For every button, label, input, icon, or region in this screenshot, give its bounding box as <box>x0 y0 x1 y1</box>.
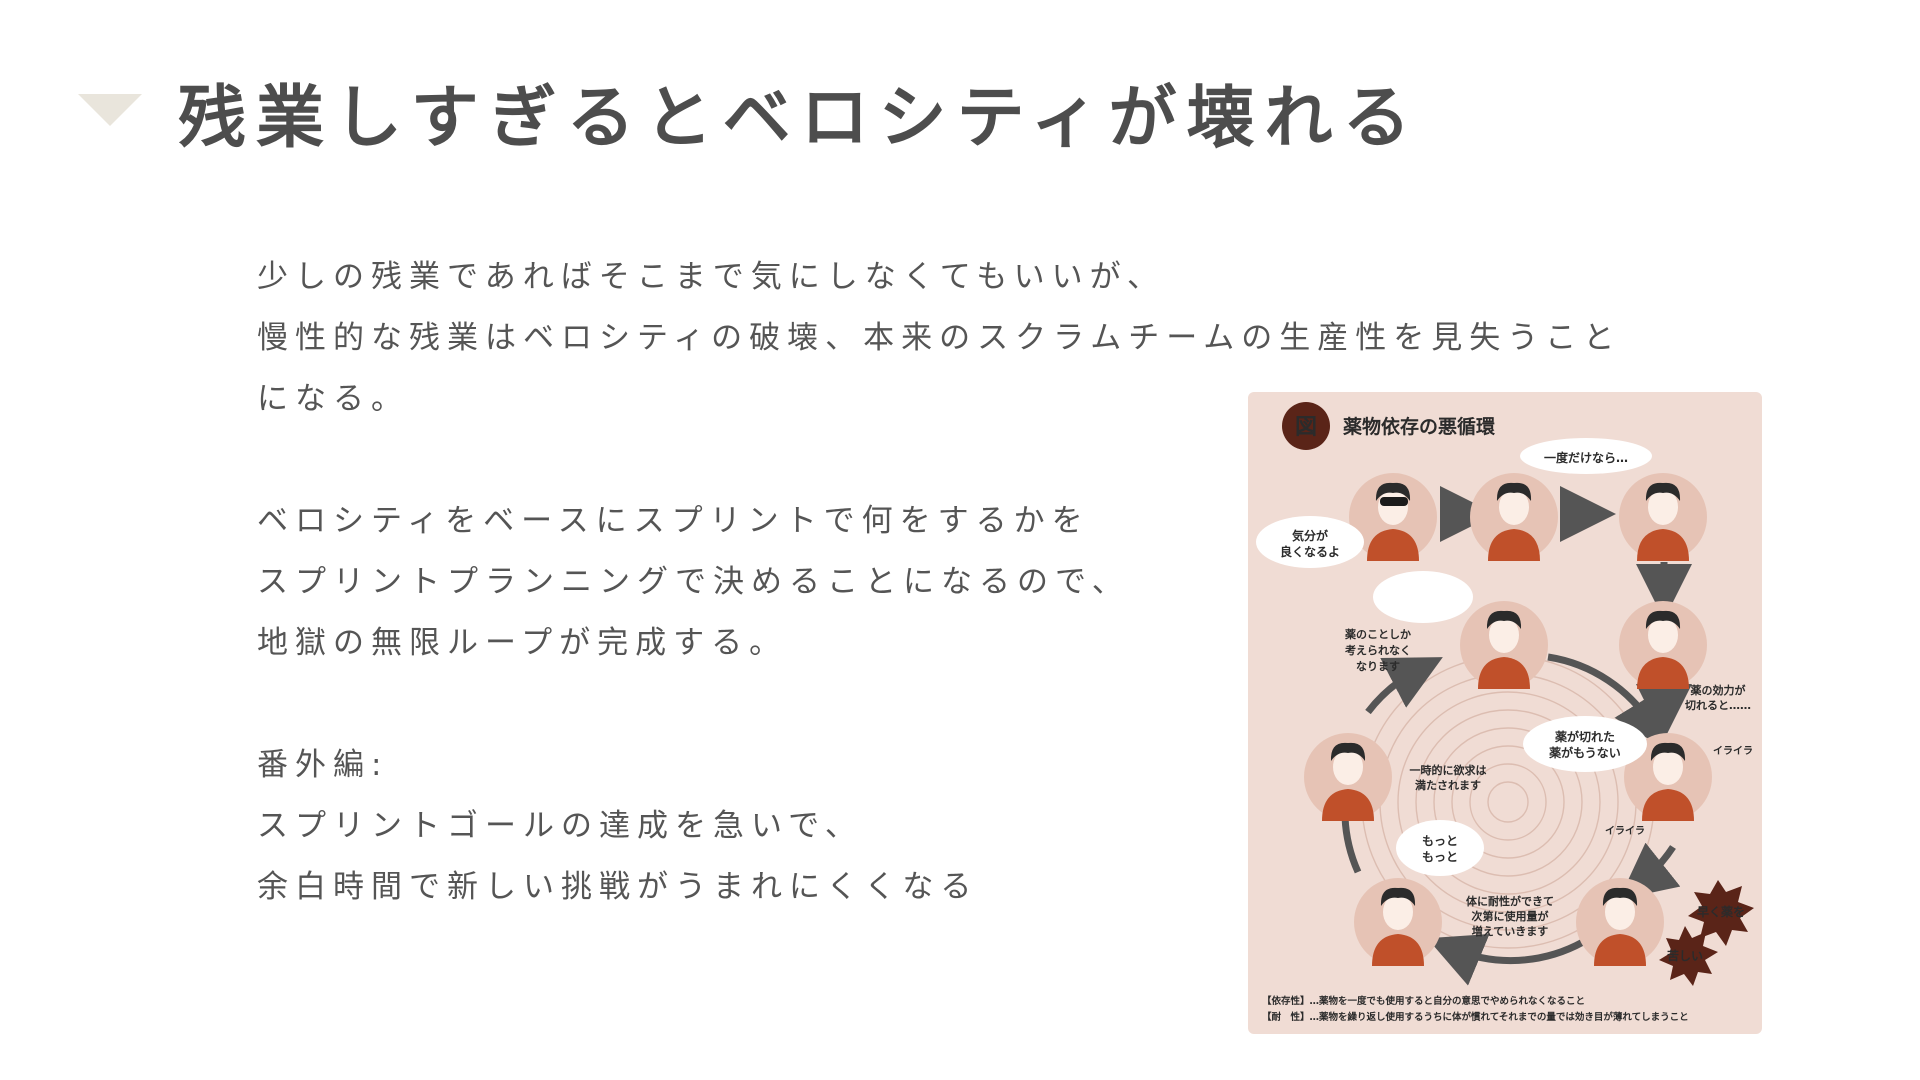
burst-hurry-label: 早く薬を <box>1697 904 1745 919</box>
figure-illustration: 図 薬物依存の悪循環 一度だけなら… 気分が 良くなるよ 薬のことしか 考えられ… <box>1256 402 1754 1023</box>
paragraph-3-line-3: 余白時間で新しい挑戦がうまれにくくなる <box>257 869 979 905</box>
paragraph-1-line-1: 少しの残業であればそこまで気にしなくてもいいが、 <box>257 259 1165 295</box>
irritated-label-1: イライラ <box>1713 745 1753 757</box>
paragraph-2-line-2: スプリントプランニングで決めることになるので、 <box>257 564 1130 600</box>
tolerance-1: 体に耐性ができて <box>1466 894 1554 908</box>
wears-off-1: 薬の効力が <box>1691 683 1746 697</box>
burst-painful-label: 苦しい <box>1667 948 1703 963</box>
paragraph-1-line-3: になる。 <box>257 381 409 417</box>
irritated-label-2: イライラ <box>1605 825 1645 837</box>
footnote-tolerance: 【耐 性】…薬物を繰り返し使用するうちに体が慣れてそれまでの量では効き目が薄れて… <box>1262 1011 1689 1023</box>
drug-dependency-cycle-figure: 図 薬物依存の悪循環 一度だけなら… 気分が 良くなるよ 薬のことしか 考えられ… <box>1248 392 1762 1034</box>
tolerance-2: 次第に使用量が <box>1472 909 1549 923</box>
more-2: もっと <box>1422 850 1458 864</box>
figure-badge <box>1282 402 1330 450</box>
bubble-once: 一度だけなら… <box>1544 450 1628 465</box>
speech-bubbles <box>1256 438 1652 876</box>
paragraph-2-line-1: ベロシティをベースにスプリントで何をするかを <box>257 503 1090 539</box>
no-more-1: 薬が切れた <box>1555 729 1615 744</box>
tolerance-3: 増えていきます <box>1472 924 1548 938</box>
more-1: もっと <box>1422 834 1458 848</box>
think-only-1: 薬のことしか <box>1345 627 1411 641</box>
figure-title: 薬物依存の悪循環 <box>1342 415 1496 438</box>
bubble-feel-good-2: 良くなるよ <box>1280 544 1340 559</box>
paragraph-3-line-1: 番外編: <box>257 747 389 783</box>
paragraph-3-line-2: スプリントゴールの達成を急いで、 <box>257 808 863 844</box>
top-arrows <box>1440 486 1692 740</box>
paragraph-2-line-3: 地獄の無限ループが完成する。 <box>257 625 788 661</box>
no-more-2: 薬がもうない <box>1549 745 1621 760</box>
think-only-3: なります <box>1356 660 1400 673</box>
paragraph-1-line-2: 慢性的な残業はベロシティの破壊、本来のスクラムチームの生産性を見失うこと <box>257 320 1622 356</box>
figure-badge-label: 図 <box>1295 415 1317 440</box>
burst-painful-icon <box>1659 926 1718 986</box>
think-only-2: 考えられなく <box>1345 643 1411 657</box>
slide-title: 残業しすぎるとベロシティが壊れる <box>178 79 1421 158</box>
satisfied-2: 満たされます <box>1415 778 1481 792</box>
sunglasses-icon <box>1380 497 1408 506</box>
bubble-feel-good-1: 気分が <box>1292 528 1328 543</box>
wears-off-2: 切れると…… <box>1685 699 1751 712</box>
title-triangle-icon <box>78 94 142 126</box>
footnote-dependency: 【依存性】…薬物を一度でも使用すると自分の意思でやめられなくなること <box>1262 995 1585 1007</box>
satisfied-1: 一時的に欲求は <box>1410 763 1487 777</box>
slide-body: 少しの残業であればそこまで気にしなくてもいいが、 慢性的な残業はベロシティの破壊… <box>257 247 1697 918</box>
burst-hurry-icon <box>1688 880 1754 946</box>
